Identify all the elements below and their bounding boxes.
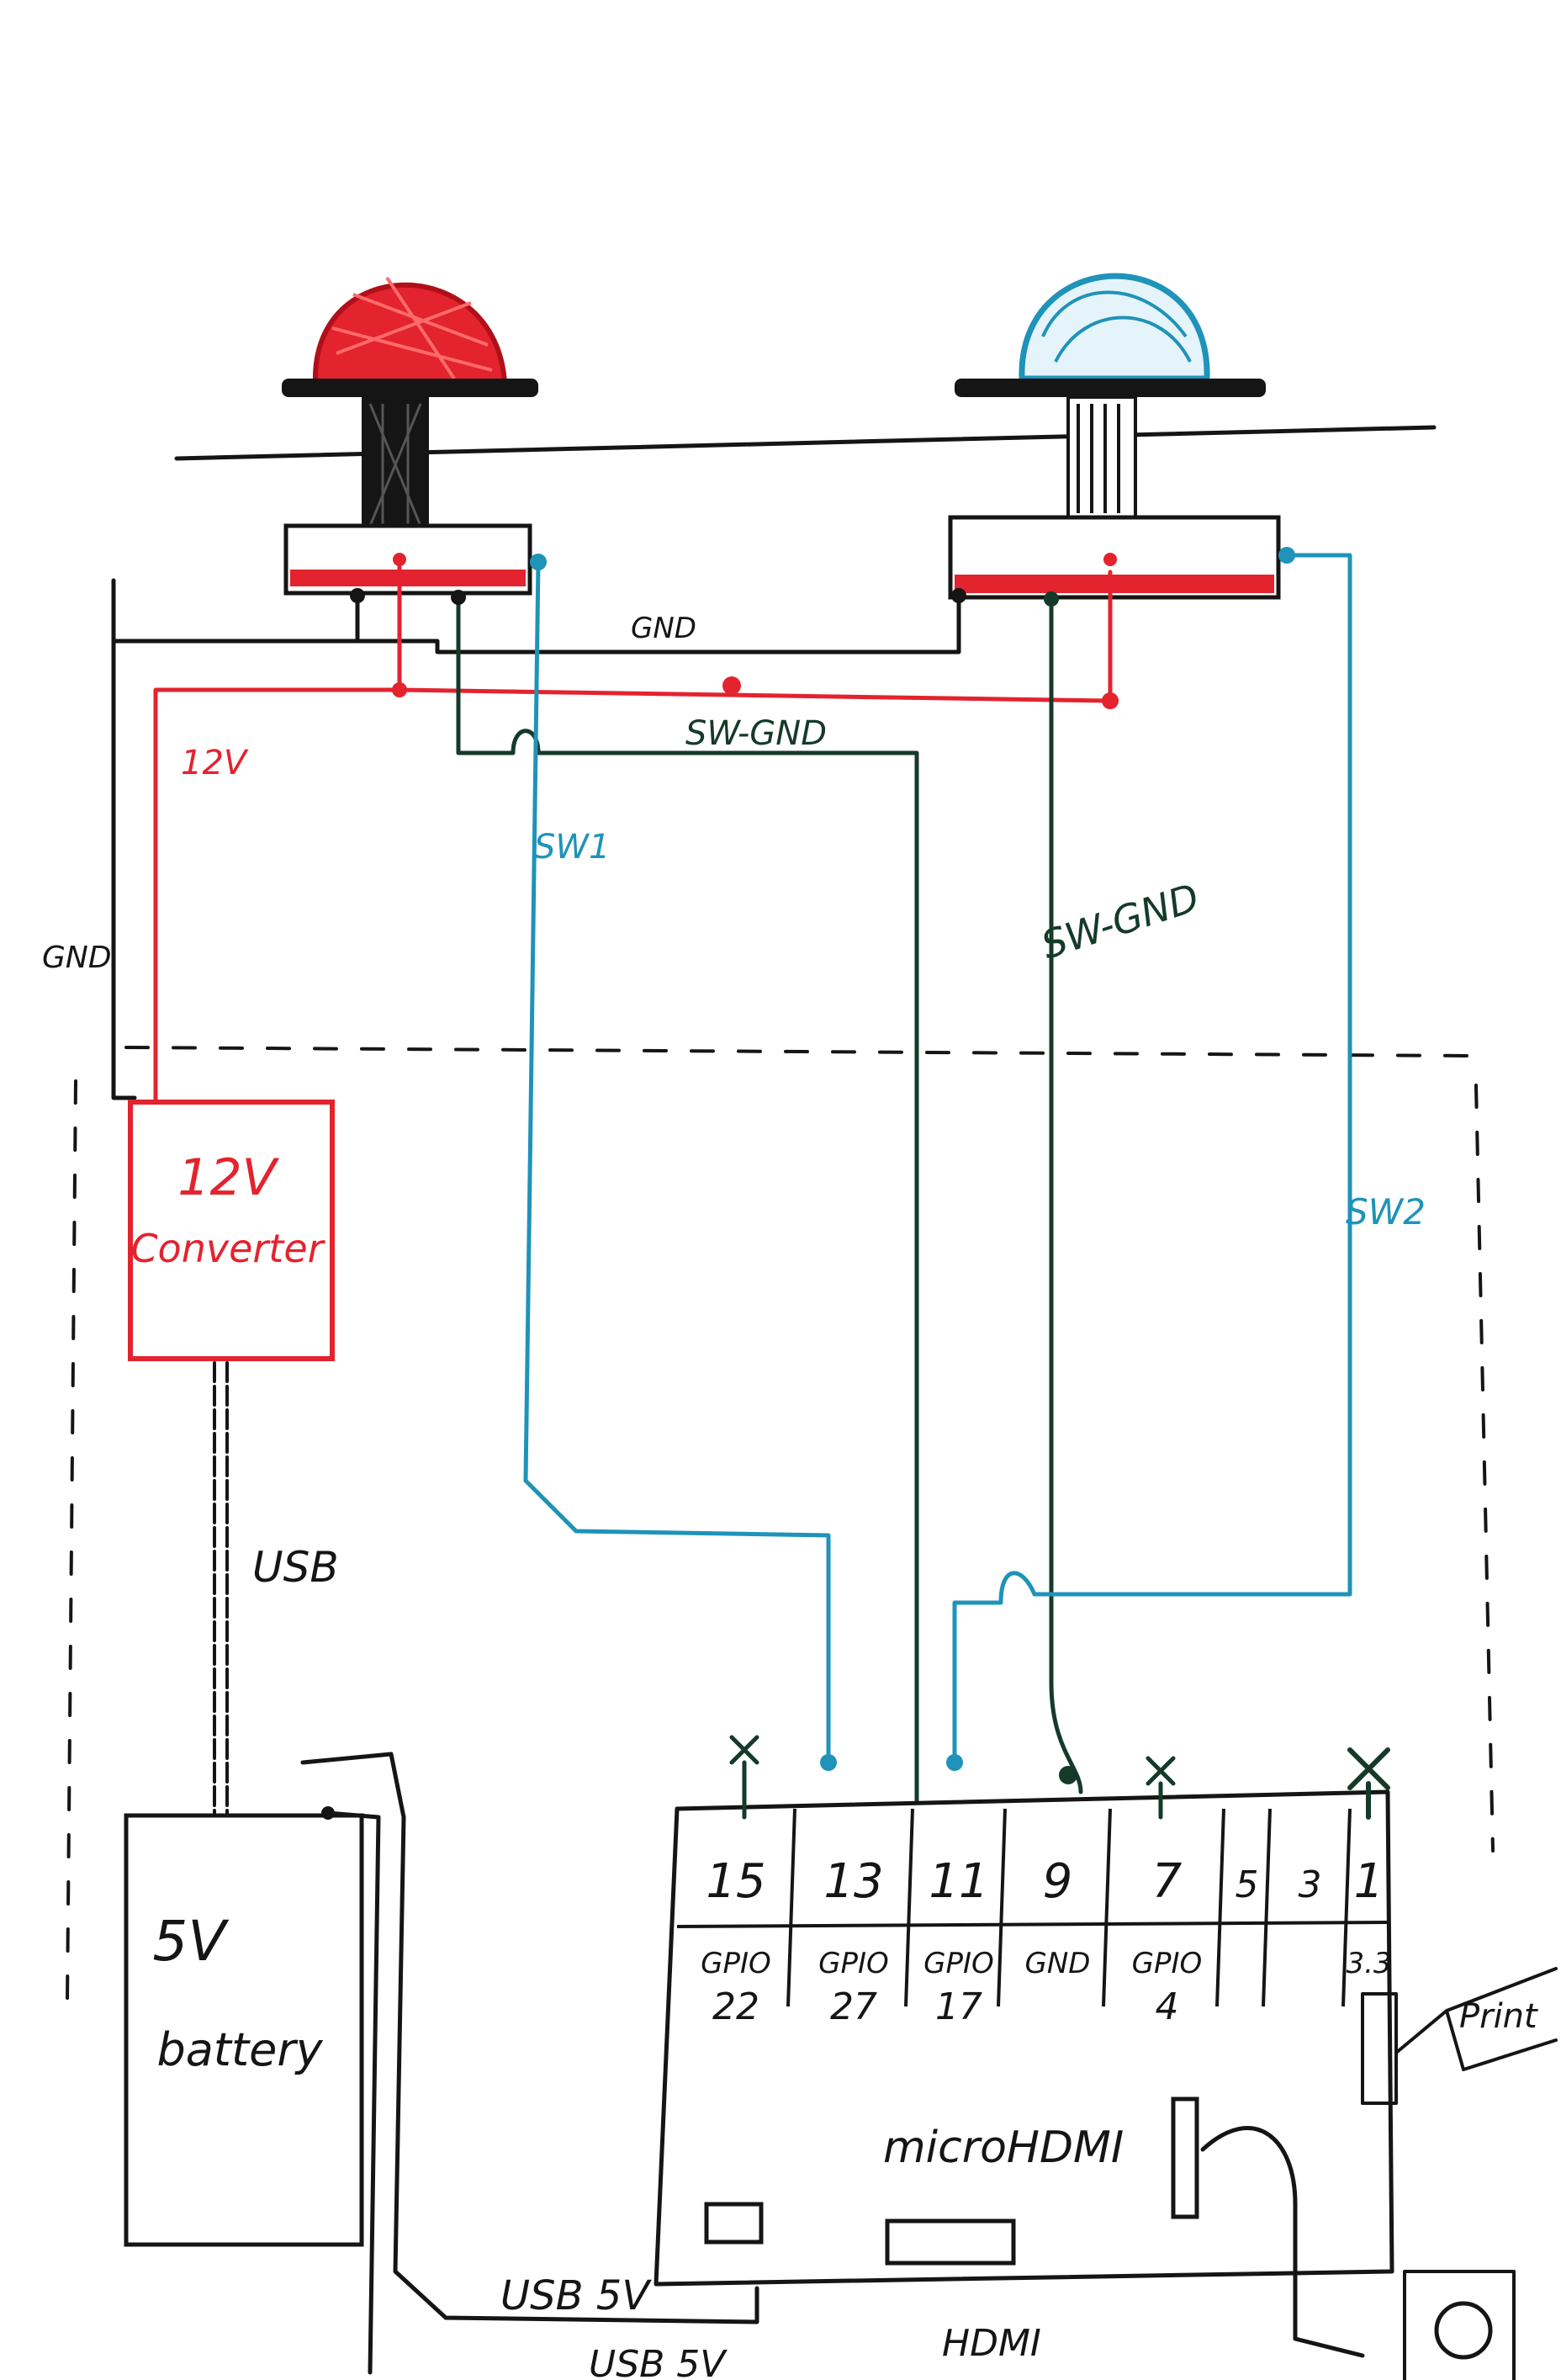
hdmi-label: HDMI: [942, 2322, 1041, 2365]
header-divider: [1262, 1808, 1272, 2007]
pin-number: 9: [1043, 1854, 1073, 1909]
sw-gnd-wire: [456, 595, 1083, 1803]
junction-dot: [722, 676, 741, 695]
junction-dot: [321, 1806, 335, 1820]
converter-box: [128, 1100, 335, 1361]
junction-dot: [530, 554, 547, 570]
sw1-label: SW1: [534, 828, 610, 867]
header-divider: [786, 1808, 796, 2007]
pin-number: 15: [706, 1854, 765, 1909]
junction-dot: [820, 1754, 837, 1771]
pin-function-label: GPIO: [923, 1947, 994, 1980]
junction-dot: [946, 1754, 963, 1771]
power-port-icon: [1434, 2301, 1493, 2360]
battery-label-2: battery: [156, 2023, 323, 2076]
print-connector: [1361, 1967, 1558, 2105]
battery-label-1: 5V: [152, 1909, 229, 1974]
junction-dot: [1044, 591, 1059, 607]
junction-dot: [350, 588, 365, 603]
header-divider: [1341, 1808, 1352, 2007]
pin-function-number: 27: [830, 1985, 877, 2028]
sw-gnd-mid-label: SW-GND: [1036, 874, 1204, 967]
power-port-box: [1403, 2270, 1516, 2380]
junction-dot: [451, 590, 466, 605]
pin-function-label: GPIO: [1132, 1947, 1203, 1980]
sw2-wire: [952, 553, 1352, 1765]
usb-cable: [213, 1361, 229, 1815]
hdmi-cable: [1200, 2126, 1365, 2358]
sw1-wire: [523, 559, 831, 1765]
pin-number: 11: [929, 1854, 988, 1909]
junction-dot: [1278, 547, 1295, 564]
junction-dot: [1059, 1766, 1077, 1784]
pin-function-number: 4: [1156, 1985, 1179, 2028]
pin-function-number: 22: [712, 1985, 759, 2028]
header-divider: [997, 1808, 1007, 2007]
hdmi-port: [885, 2218, 1016, 2266]
junction-dot: [1103, 553, 1117, 566]
converter-label-1: 12V: [177, 1148, 279, 1207]
pin-function-label: 3.3: [1346, 1947, 1391, 1980]
pi-board-outline: [654, 1789, 1394, 2287]
pin-function-label: GPIO: [818, 1947, 889, 1980]
unused-pin-x-icon: [1146, 1756, 1176, 1820]
usb-port: [704, 2202, 764, 2245]
sw-gnd-top-label: SW-GND: [685, 714, 827, 753]
junction-dot: [951, 588, 966, 603]
junction-dot: [392, 682, 407, 697]
pin-function-label: GPIO: [701, 1947, 771, 1980]
micro-hdmi-port: [1171, 2096, 1199, 2219]
unused-pin-x-icon: [1347, 1747, 1390, 1820]
red-dome-button-icon: [282, 276, 538, 596]
junction-dot: [1102, 692, 1119, 709]
gnd-wire: [111, 578, 961, 1100]
micro-hdmi-label: microHDMI: [883, 2123, 1124, 2173]
pin-function-label: GND: [1025, 1947, 1091, 1980]
usb-label: USB: [252, 1543, 339, 1592]
header-divider: [904, 1808, 914, 2007]
usb5v-label-1: USB 5V: [500, 2272, 652, 2319]
pin-number: 7: [1152, 1854, 1183, 1909]
junction-dot: [393, 553, 406, 566]
usb5v-label-2: USB 5V: [589, 2343, 728, 2380]
pin-number: 1: [1354, 1854, 1384, 1909]
gnd-left-label: GND: [42, 941, 112, 975]
header-divider: [1102, 1808, 1112, 2007]
header-row-line: [676, 1921, 1389, 1928]
unused-pin-x-icon: [729, 1735, 759, 1820]
junction-dots: [321, 547, 1295, 1820]
battery-box: [124, 1813, 364, 2247]
pin-number: 13: [823, 1854, 883, 1909]
print-label: Print: [1459, 1997, 1538, 2036]
pin-function-number: 17: [935, 1985, 982, 2028]
pin-number: 3: [1299, 1863, 1322, 1906]
sw2-label: SW2: [1346, 1191, 1426, 1232]
pin-number: 5: [1236, 1863, 1259, 1906]
header-divider: [1215, 1808, 1225, 2007]
enclosure-dashed-outline: [66, 1046, 1495, 2004]
unused-pin-marks: [729, 1735, 1390, 1820]
gnd-top-label: GND: [631, 612, 696, 645]
v12-label: 12V: [181, 744, 249, 782]
converter-label-2: Converter: [130, 1226, 325, 1271]
